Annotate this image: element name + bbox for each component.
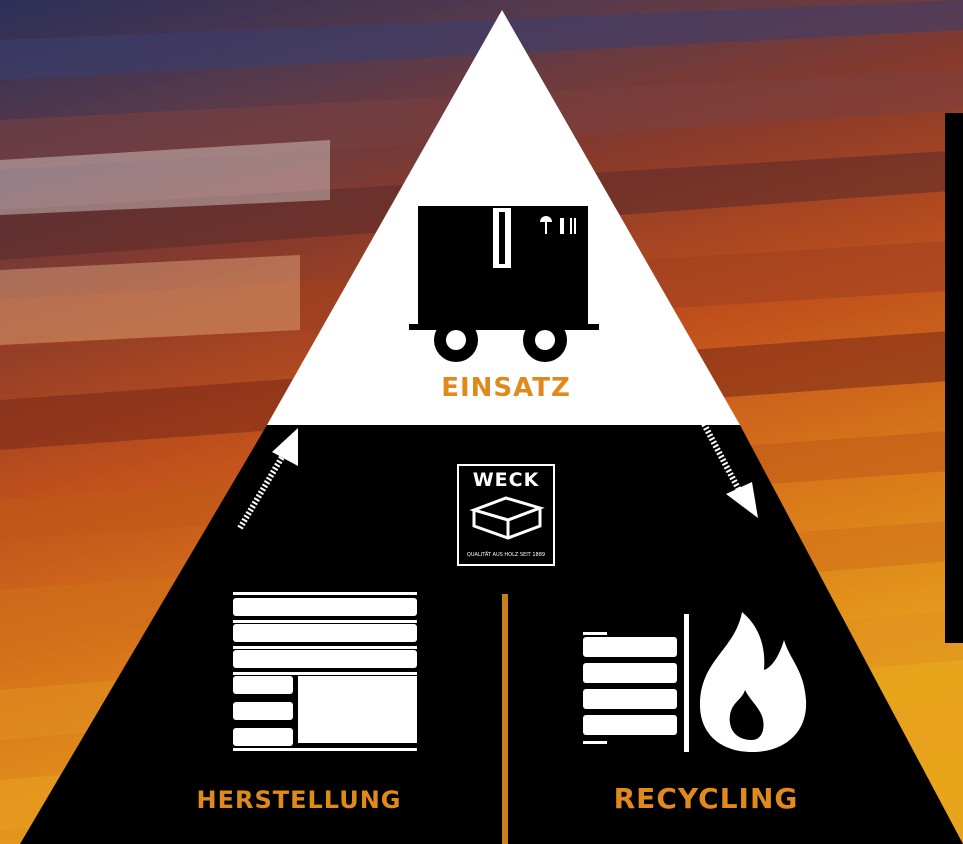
pallet-box-icon <box>469 496 545 540</box>
einsatz-label: EINSATZ <box>441 373 571 403</box>
arrow-up-left-icon <box>237 428 298 530</box>
arrow-down-right-icon <box>701 422 758 518</box>
weck-logo: WECK QUALITÄT AUS HOLZ SEIT 1889 <box>457 464 555 566</box>
stacked-pallets-icon <box>233 592 417 751</box>
logo-tagline: QUALITÄT AUS HOLZ SEIT 1889 <box>467 551 545 558</box>
herstellung-label: HERSTELLUNG <box>196 786 401 814</box>
center-divider <box>502 594 508 844</box>
trolley-crate-icon <box>409 206 599 362</box>
logo-brand: WECK <box>473 469 540 491</box>
recycling-label: RECYCLING <box>614 782 799 815</box>
pallets-fire-icon <box>583 612 807 752</box>
